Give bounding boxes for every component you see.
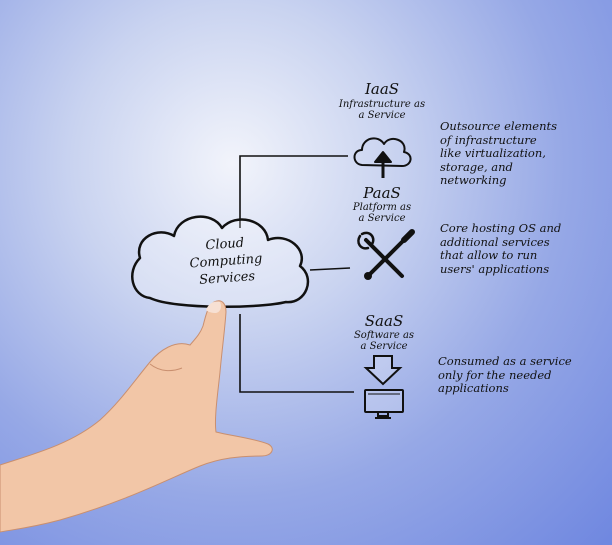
description-line: like virtualization, xyxy=(440,146,546,160)
cloud-shape xyxy=(131,215,310,308)
description-line: additional services xyxy=(440,234,550,249)
description-line: Outsource elements xyxy=(440,119,558,133)
iaas-description: Outsource elements of infrastructure lik… xyxy=(440,119,605,188)
pointing-hand xyxy=(0,300,273,533)
description-line: of infrastructure xyxy=(440,132,537,147)
saas-subtitle: Software as a Service xyxy=(336,330,432,352)
paas-description: Core hosting OS and additional services … xyxy=(440,221,605,276)
subtitle-line: a Service xyxy=(360,341,408,352)
description-line: users' applications xyxy=(440,261,550,276)
cloud-label: Cloud Computing Services xyxy=(160,232,291,292)
connector-paas xyxy=(309,267,351,271)
subtitle-line: Infrastructure as xyxy=(338,99,426,110)
description-line: applications xyxy=(438,381,509,395)
saas-title: SaaS xyxy=(364,312,404,330)
wrench-screwdriver-icon xyxy=(357,229,415,280)
paas-title: PaaS xyxy=(363,184,401,202)
connector-saas xyxy=(239,314,354,393)
description-line: Consumed as a service xyxy=(438,354,572,368)
description-line: that allow to run xyxy=(440,248,538,262)
cloud-upload-icon xyxy=(353,137,412,178)
subtitle-line: a Service xyxy=(358,213,406,224)
description-line: Core hosting OS and xyxy=(440,221,562,235)
description-line: only for the needed xyxy=(438,367,552,382)
subtitle-line: a Service xyxy=(358,110,406,121)
connector-lines xyxy=(239,155,354,393)
subtitle-line: Platform as xyxy=(352,202,412,213)
subtitle-line: Software as xyxy=(353,330,415,341)
iaas-subtitle: Infrastructure as a Service xyxy=(328,99,436,121)
paas-subtitle: Platform as a Service xyxy=(338,202,426,224)
iaas-title: IaaS xyxy=(364,80,400,98)
connector-iaas xyxy=(239,155,348,228)
download-monitor-icon xyxy=(363,355,404,419)
description-line: networking xyxy=(440,173,507,187)
description-line: storage, and xyxy=(440,159,513,174)
saas-description: Consumed as a service only for the neede… xyxy=(438,354,603,396)
